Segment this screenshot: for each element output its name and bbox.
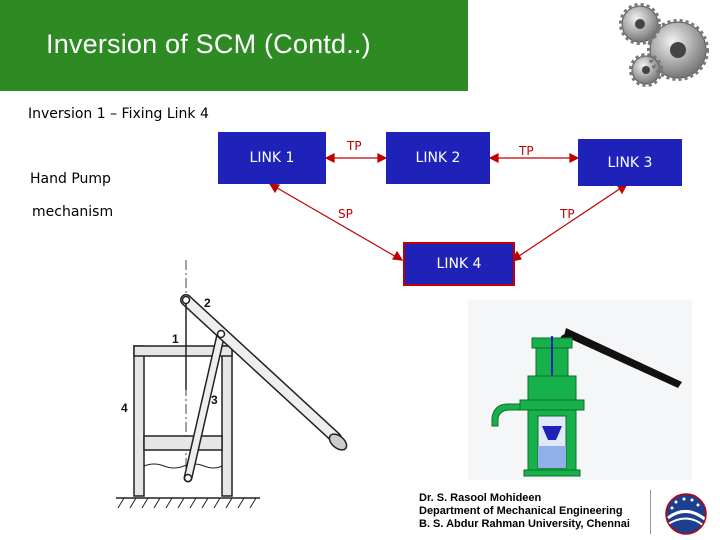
link-2-handle [180, 294, 348, 451]
link-4-label: LINK 4 [436, 256, 482, 272]
label-hand-pump: Hand Pump [30, 171, 111, 187]
credit-department: Department of Mechanical Engineering [419, 505, 623, 517]
link-3-box: LINK 3 [578, 139, 682, 186]
credit-university: B. S. Abdur Rahman University, Chennai [419, 518, 630, 530]
mech-label-1: 1 [172, 332, 179, 346]
mech-label-4: 4 [121, 401, 128, 415]
mech-label-3: 3 [211, 393, 218, 407]
pair-sp-1-4: SP [338, 207, 353, 221]
subtitle: Inversion 1 – Fixing Link 4 [28, 106, 209, 122]
pair-tp-1-2: TP [347, 139, 362, 153]
link-4-box: LINK 4 [403, 242, 515, 286]
gears-icon [619, 3, 709, 87]
link-1-label: LINK 1 [249, 150, 295, 166]
link-2-box: LINK 2 [386, 132, 490, 184]
pair-tp-2-3: TP [519, 144, 534, 158]
author-credit: Dr. S. Rasool Mohideen Department of Mec… [419, 492, 630, 531]
link-2-label: LINK 2 [415, 150, 461, 166]
arrow-tp-1-2-right [377, 153, 388, 163]
arrow-sp-1-4-bottom [392, 250, 404, 261]
label-mechanism: mechanism [32, 204, 114, 220]
link-3-label: LINK 3 [607, 154, 653, 171]
university-logo-icon [665, 493, 707, 535]
credit-divider [650, 490, 651, 534]
link-1-box: LINK 1 [218, 132, 326, 184]
hand-pump-mechanism-drawing: 2 1 3 4 [116, 260, 348, 509]
pump-handle [564, 328, 682, 388]
credit-name: Dr. S. Rasool Mohideen [419, 492, 542, 504]
link-3-rod [183, 329, 226, 483]
piston [143, 435, 223, 451]
arrow-tp-1-2-left [324, 153, 335, 163]
arrow-tp-2-3-right [569, 153, 580, 163]
mech-label-2: 2 [204, 296, 211, 310]
pair-tp-3-4: TP [560, 207, 575, 221]
arrow-tp-2-3-left [488, 153, 499, 163]
hand-pump-illustration [468, 300, 692, 480]
arrow-sp-1-4-top [268, 183, 280, 194]
title-bar: Inversion of SCM (Contd..) [0, 0, 468, 91]
slide-title: Inversion of SCM (Contd..) [46, 29, 371, 59]
